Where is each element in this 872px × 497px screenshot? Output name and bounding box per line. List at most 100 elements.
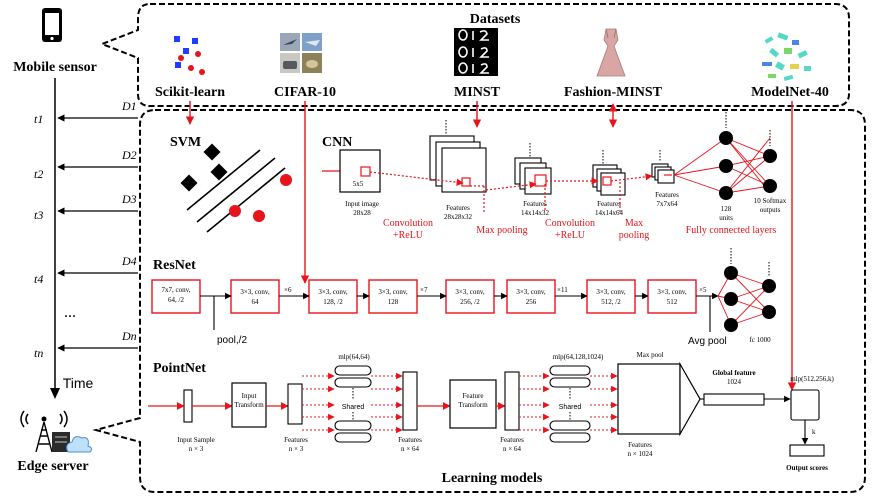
diagram-label: 3×3, conv, 256 [516,288,546,306]
diagram-label: Feature [463,392,484,400]
diagram-label: 3×3, conv, [378,288,408,296]
cnn-diagram: 5x5 [322,112,787,241]
diagram-label: Input Sample [177,436,215,444]
diagram-label: Convolution [383,218,433,229]
diagram-label: 512, /2 [601,298,621,306]
d-label: D2 [121,148,137,162]
diagram-label: Input [242,392,257,400]
diagram-label: n × 3 [189,445,204,453]
diagram-label: 3×3, conv, [455,288,485,296]
diagram-label: 28x28 [353,209,371,217]
cnn-fc-layers [673,137,771,194]
diagram-label: 64 [252,298,260,306]
diagram-label: Features [446,204,470,212]
diagram-label: outputs [760,206,781,214]
diagram-label: 128, /2 [323,298,343,306]
diagram-label: 3×3, conv, 128 [378,288,408,306]
diagram-label: Convolution+ReLU [383,218,433,241]
diagram-label: n × 1024 [628,450,653,458]
diagram-label: 7x7, conv, [162,286,191,294]
dataset-label-cifar10: CIFAR-10 [274,85,336,100]
diagram-label: 7x7, conv, 64, /2 [162,286,191,304]
diagram-label: 256, /2 [460,298,480,306]
learning-models-title: Learning models [442,471,543,486]
diagram-label: 3×3, conv, [318,288,348,296]
diagram-label: 3×3, conv, 512 [657,288,687,306]
diagram-label: 64, /2 [168,296,184,304]
diagram-label: Features [398,436,422,444]
diagram-label: mlp(64,128,1024) [553,353,604,361]
mobile-phone-icon [42,8,62,42]
mnist-thumbnail [454,28,498,76]
edge-server-icon [20,410,93,453]
diagram-label: 10 Softmax [754,197,787,205]
dataset-label-scikit-learn: Scikit-learn [155,85,225,100]
diagram-label: Features [284,436,308,444]
diagram-label: ×6 [284,286,292,294]
diagram-label: 3×3, conv, [240,288,270,296]
diagram-label: n × 64 [401,445,419,453]
timeline-arrowhead [50,388,60,399]
diagram-label: 3×3, conv, [657,288,687,296]
diagram-label: Features [655,191,679,199]
diagram-label: Features [500,436,524,444]
diagram-label: 128 [388,298,399,306]
diagram-label: 512 [667,298,678,306]
diagram-label: Transform [234,401,264,409]
diagram-label: Output scores [786,464,828,472]
diagram-label: 3×3, conv, [596,288,626,296]
dataset-label-modelnet40: ModelNet-40 [751,85,829,100]
d-label: Dn [121,329,137,343]
d-label: D1 [121,99,137,113]
cnn-input-box [339,149,381,193]
diagram-label: units [719,214,733,222]
diagram-label: Convolution [545,218,595,229]
cnn-input-kernel: 5x5 [353,180,364,188]
t-label: t3 [34,208,43,222]
diagram-label: ×11 [557,286,568,294]
t-label: t1 [34,112,43,126]
diagram-label: 128 [721,205,732,213]
diagram-label: 3×3, conv, 128, /2 [318,288,348,306]
diagram-label: Features [628,441,652,449]
t-label: t2 [34,167,43,181]
svm-diagram [180,143,292,233]
diagram-label: Fully connected layers [686,225,777,236]
diagram-label: ×5 [699,286,707,294]
diagram-label: ×7 [420,286,428,294]
diagram-label: Max pooling [476,225,527,236]
diagram-label: n × 3 [289,445,304,453]
left-panel: Mobile sensor Time t1 D1 t2 D2 t3 D3 t4 … [13,8,138,474]
diagram-label: Max pool [636,351,663,359]
diagram-label: 14x14x32 [521,209,550,217]
diagram-label: 28x28x32 [444,213,473,221]
diagram-label: Shared [559,404,582,411]
timeline-row-n: tn Dn [34,329,138,360]
learning-models-callout [92,109,866,493]
dataset-arrows [185,101,797,391]
diagram-label: 256 [526,298,537,306]
resnet-label: ResNet [153,258,196,273]
diagram-label: Features [523,200,547,208]
diagram-label: +ReLU [555,230,586,241]
cnn-label: CNN [322,135,352,150]
diagram-label: k [812,428,816,436]
dataset-label-mnist: MINST [454,85,501,100]
diagram-label: 3×3, conv, [516,288,546,296]
diagram-label: fc 1000 [749,336,771,344]
time-label: Time [63,375,94,391]
diagram-label: Shared [342,404,365,411]
pointnet-label: PointNet [153,361,206,376]
